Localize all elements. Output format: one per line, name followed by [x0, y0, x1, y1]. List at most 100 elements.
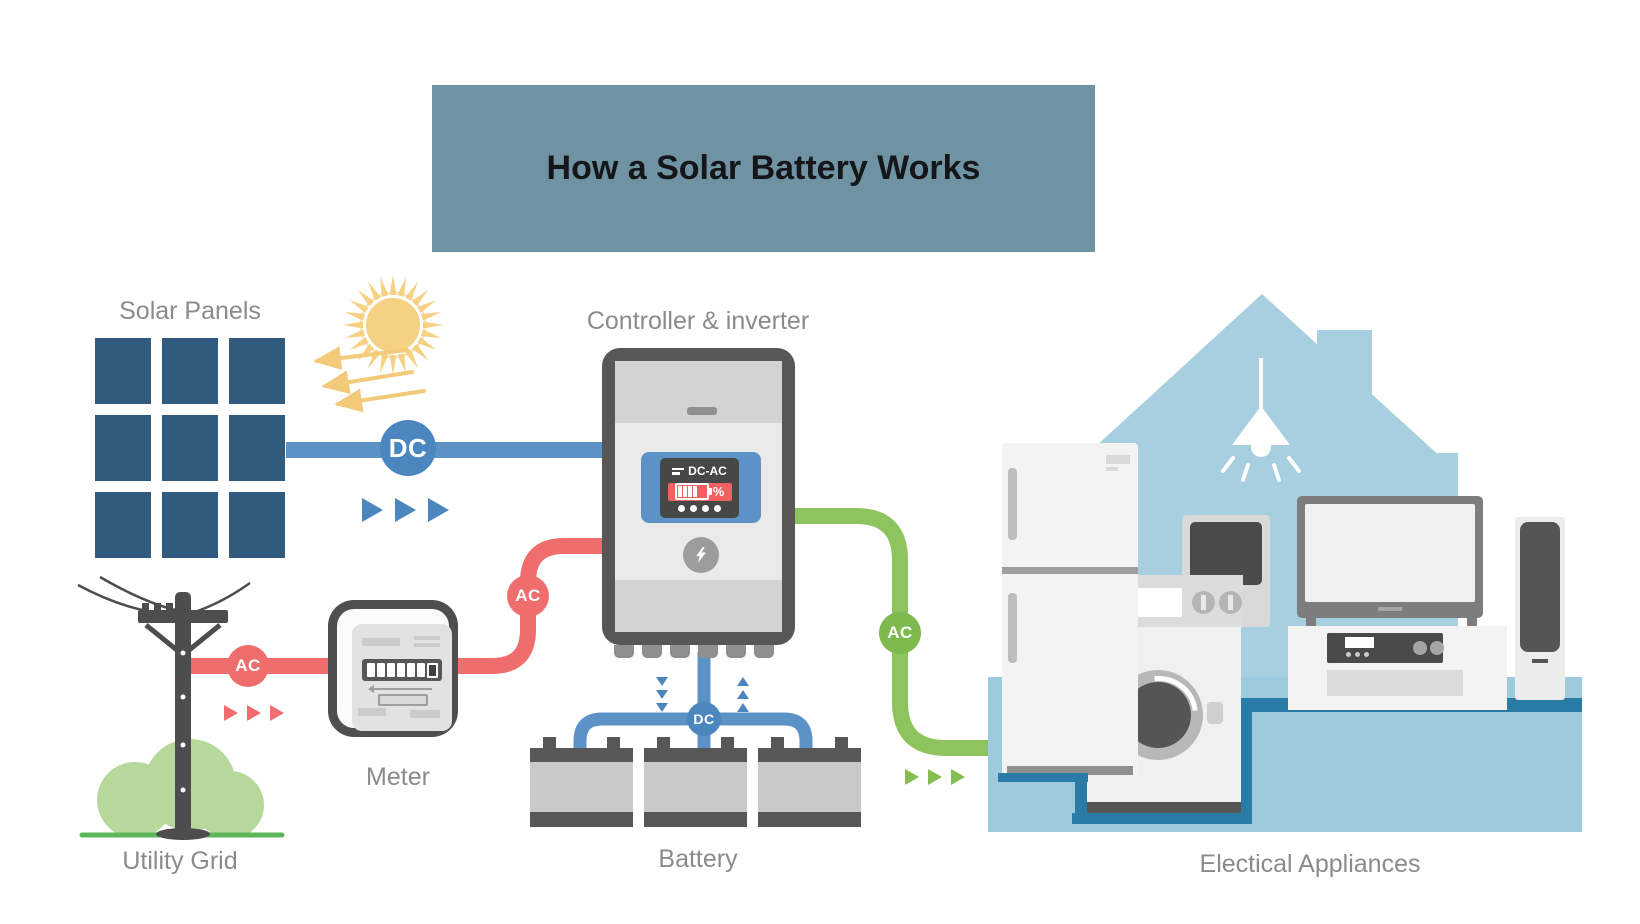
meter-slider-bar: [378, 694, 428, 706]
charge-arrow-down: [656, 690, 668, 699]
stereo-receiver: [1327, 633, 1444, 663]
pole-bolts: [180, 650, 186, 793]
power-lines: [77, 575, 251, 617]
battery-terminal: [543, 737, 556, 749]
flow-arrow-green: [951, 769, 965, 785]
inverter-mode-row: DC-AC: [672, 464, 727, 478]
discharge-arrow-up: [737, 703, 749, 712]
washer-knob: [1192, 591, 1215, 614]
percent-symbol: %: [712, 484, 725, 499]
battery-terminal: [607, 737, 620, 749]
dc-battery-badge-text: DC: [693, 711, 715, 727]
floor-accent-line: [998, 773, 1088, 782]
ac-house-badge-text: AC: [887, 623, 913, 642]
lightning-bolt-icon: [696, 547, 706, 563]
charge-arrow-down: [656, 703, 668, 712]
page-title: How a Solar Battery Works: [546, 149, 981, 187]
meter-mark: [358, 708, 386, 716]
charge-arrow-down: [656, 677, 668, 686]
battery-cell: [530, 737, 633, 827]
appliances-label: Electical Appliances: [1199, 850, 1421, 878]
controller-vent-slot: [687, 407, 717, 415]
receiver-knob: [1430, 641, 1444, 655]
controller-connector: [670, 645, 690, 658]
flow-arrow-red: [224, 705, 238, 721]
dc-solar-badge-text: DC: [388, 432, 428, 463]
pole-insulator: [166, 603, 173, 610]
meter-mark: [414, 636, 440, 640]
title-banner: How a Solar Battery Works: [432, 85, 1095, 252]
meter-mark: [414, 643, 440, 647]
battery-terminal: [835, 737, 848, 749]
fridge-door-divider: [1002, 567, 1138, 574]
meter-panel: [352, 624, 452, 731]
dc-battery-badge: DC: [687, 702, 721, 736]
fridge-handle: [1008, 468, 1017, 540]
tv-screen: [1305, 504, 1475, 602]
speaker-tower: [1515, 517, 1565, 700]
flow-arrow-blue: [362, 498, 383, 522]
utility-grid-label: Utility Grid: [122, 847, 238, 875]
fridge-handle: [1008, 593, 1017, 663]
flow-arrow-red: [247, 705, 261, 721]
inverter-screen: DC-AC %: [660, 458, 739, 518]
receiver-button: [1355, 652, 1360, 657]
hanging-lamp-icon: [1221, 358, 1301, 482]
refrigerator: [1002, 443, 1138, 775]
tv-leg: [1467, 615, 1477, 627]
ac-grid-badge-text: AC: [235, 656, 261, 675]
battery-body: [644, 762, 747, 812]
flow-arrow-blue: [395, 498, 416, 522]
controller-bottom-band: [615, 580, 782, 632]
media-console: [1288, 626, 1507, 710]
receiver-button: [1364, 652, 1369, 657]
controller-label: Controller & inverter: [586, 307, 810, 335]
speaker-grille: [1520, 522, 1560, 652]
fridge-logo: [1106, 455, 1130, 464]
meter-scale-line: [370, 688, 432, 690]
controller-connector: [614, 645, 634, 658]
controller-connector: [698, 645, 718, 658]
receiver-button: [1346, 652, 1351, 657]
receiver-display: [1345, 637, 1374, 648]
solar-panel-cell: [229, 338, 285, 404]
battery-cell: [758, 737, 861, 827]
battery-level-icon: [674, 483, 712, 500]
washer-door-handle: [1207, 702, 1223, 724]
meter-mark: [362, 638, 400, 646]
inverter-mode-text: DC-AC: [688, 464, 727, 479]
speaker-logo: [1532, 659, 1548, 663]
ac-grid-badge: AC: [227, 645, 269, 687]
speaker-grille: [1190, 522, 1262, 585]
fridge-logo: [1106, 467, 1118, 471]
ac-inverter-badge: AC: [507, 575, 549, 617]
inverter-button-dots: [678, 504, 721, 512]
solar-panels-label: Solar Panels: [119, 297, 261, 325]
electric-meter: [328, 600, 458, 737]
utility-pole: [70, 575, 300, 845]
controller-connector: [754, 645, 774, 658]
solar-panel-cell: [95, 492, 151, 558]
meter-face: [337, 609, 452, 731]
washer-base: [1082, 802, 1241, 815]
receiver-knob: [1413, 641, 1427, 655]
solar-panel-cell: [229, 492, 285, 558]
battery-body: [530, 762, 633, 812]
discharge-arrow-up: [737, 677, 749, 686]
solar-panel-cell: [95, 415, 151, 481]
battery-bottom: [644, 812, 747, 827]
controller-connector: [726, 645, 746, 658]
battery-top: [758, 748, 861, 762]
discharge-arrow-up: [737, 690, 749, 699]
sun-ray-arrows: [313, 346, 426, 413]
solar-panel-cell: [229, 415, 285, 481]
battery-top: [644, 748, 747, 762]
meter-label: Meter: [366, 763, 430, 791]
console-shelf: [1327, 670, 1463, 696]
pole-insulator: [142, 603, 149, 610]
solar-panel-cell: [162, 415, 218, 481]
pole-insulator: [154, 603, 161, 610]
fridge-base: [1007, 766, 1133, 775]
battery-terminal: [657, 737, 670, 749]
flow-arrow-green: [905, 769, 919, 785]
